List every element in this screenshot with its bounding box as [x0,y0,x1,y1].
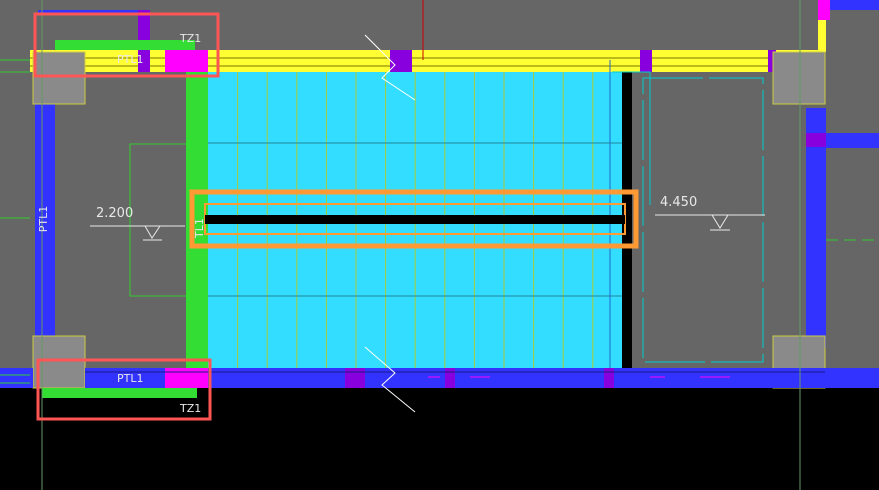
beam-bottom-blue-left [0,368,33,388]
beam-right-purple [806,133,826,147]
elev-marker-right [711,214,729,229]
beam-bottom-magenta [165,368,208,388]
beam-topleft-green [55,40,195,50]
stair-right-edge [622,72,632,368]
beam-bottom-green [42,388,197,398]
beam-topleft-purple [138,10,150,40]
column-bottom-left [32,335,86,389]
elevation-left-label: 2.200 [96,206,134,221]
break-line-bottom [364,346,416,413]
beam-left-blue [35,72,55,372]
elev-marker-left [144,225,161,239]
beam-top-right-magenta [818,0,830,20]
beam-bottom-purple-2 [445,368,455,388]
right-wall-region [826,10,879,133]
grid-line-left [129,143,186,297]
beam-top-purple-3 [640,50,652,72]
landing-green [186,72,208,368]
beam-right-blue [806,108,826,348]
right-dashed-box [642,77,764,363]
beam-top-purple-2 [390,50,412,72]
beam-top-purple-4 [768,50,776,72]
column-top-right [772,51,826,105]
tz1-top-label: TZ1 [180,32,202,45]
beam-right-yellow [818,20,826,52]
ptl1-top-label: PTL1 [117,53,144,66]
ptl1-bottom-label: PTL1 [117,372,144,385]
highlight-bottom-left [36,358,212,421]
highlight-middle-beam [189,189,639,249]
void-area [0,388,879,490]
beam-bottom-blue [85,368,879,388]
tl1-mid-label: TL1 [193,218,206,238]
beam-topleft-magenta [165,50,208,72]
column-top-left [32,51,86,105]
leader-line-right [612,71,651,205]
beam-bottom-purple-3 [604,368,614,388]
right-wall-region-lower [826,148,879,388]
ptl1-left-label: PTL1 [37,205,50,233]
break-line-top [364,34,416,101]
tz1-bottom-label: TZ1 [180,402,202,415]
tl1-beam-core [205,215,625,224]
beam-top-purple-1 [138,50,150,72]
beam-bottom-purple-1 [345,368,365,388]
beam-right-gray-strip [826,133,879,148]
elevation-right-label: 4.450 [660,195,698,210]
highlight-top-left [33,12,220,78]
beam-top-right-blue [826,0,879,10]
